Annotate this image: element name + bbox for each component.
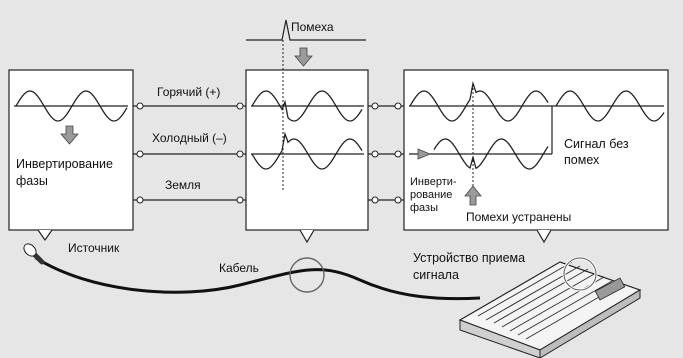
- hot-wire-label: Горячий (+): [157, 85, 220, 99]
- cable-box-pointer: [299, 229, 315, 244]
- noise-pulse: [246, 19, 366, 41]
- source-hot-wave: [15, 90, 128, 122]
- cable-hot-wave: [251, 90, 363, 122]
- receiver-box: [403, 69, 669, 231]
- cable-label: Кабель: [219, 261, 259, 275]
- output-clean-wave: [555, 90, 665, 122]
- cold-wire-label: Холодный (–): [152, 131, 227, 145]
- ground-wire-label: Земля: [165, 178, 201, 192]
- source-label: Источник: [68, 241, 120, 255]
- connector-dots: [136, 102, 402, 204]
- microphone-icon: [23, 243, 45, 265]
- cable-cold-wave: [251, 131, 363, 170]
- signal-waves: [15, 80, 665, 170]
- source-box: [8, 69, 134, 231]
- cable-box: [245, 69, 369, 231]
- up-arrow-icon: [464, 185, 482, 206]
- down-arrow-icon: [60, 125, 79, 145]
- receiver-hot-wave: [409, 80, 549, 122]
- inversion-triangle-icon: [417, 148, 432, 160]
- noise-label: Помеха: [291, 20, 334, 34]
- cable-zoom-circle: [289, 257, 325, 293]
- down-arrow-icon: [294, 47, 313, 67]
- receiver-cold-wave: [433, 138, 549, 170]
- mixer-console-icon: [458, 256, 642, 358]
- receiver-box-pointer: [536, 229, 552, 244]
- source-box-pointer: [37, 229, 53, 242]
- cable-line: [35, 256, 481, 301]
- noise-removed-label: Помехи устранены: [466, 210, 571, 224]
